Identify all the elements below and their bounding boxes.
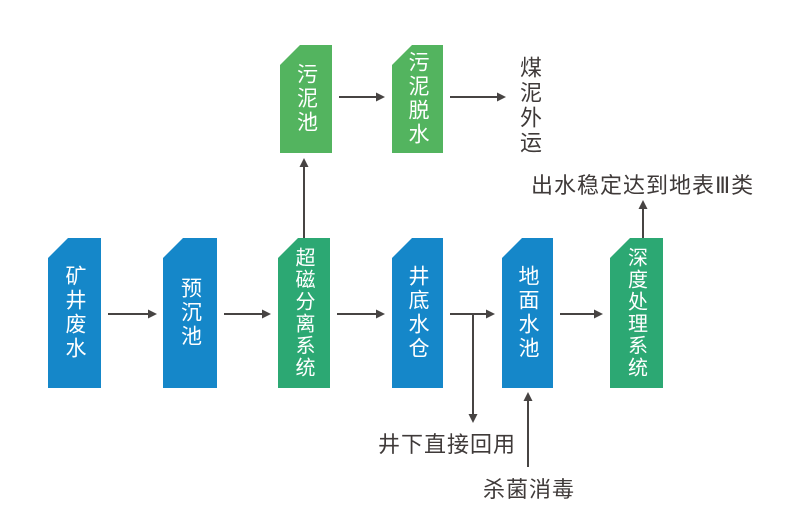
node-label: 深度处理系统 bbox=[624, 247, 649, 379]
node-advanced-treatment-system: 深度处理系统 bbox=[610, 238, 663, 388]
node-surface-pool: 地面水池 bbox=[502, 238, 553, 388]
label-disinfection: 杀菌消毒 bbox=[483, 478, 576, 503]
node-label: 地面水池 bbox=[516, 265, 540, 361]
node-sludge-dewatering: 污泥脱水 bbox=[392, 45, 443, 153]
node-supermagnetic-separation-system: 超磁分离系统 bbox=[278, 238, 330, 388]
label-coal-sludge-transport-out: 煤泥外运 bbox=[516, 56, 541, 156]
label-effluent-standard: 出水稳定达到地表Ⅲ类 bbox=[531, 174, 755, 199]
node-label: 污泥池 bbox=[294, 63, 319, 135]
node-label: 污泥脱水 bbox=[406, 51, 430, 147]
node-label: 超磁分离系统 bbox=[292, 247, 316, 379]
node-sludge-pool: 污泥池 bbox=[280, 45, 332, 153]
node-label: 井底水仓 bbox=[406, 265, 430, 361]
node-label: 预沉池 bbox=[178, 277, 203, 349]
node-mine-wastewater: 矿井废水 bbox=[48, 238, 101, 388]
node-label: 矿井废水 bbox=[63, 265, 87, 361]
label-underground-direct-reuse: 井下直接回用 bbox=[378, 433, 517, 458]
node-pre-sedimentation-pool: 预沉池 bbox=[163, 238, 217, 388]
node-shaft-bottom-sump: 井底水仓 bbox=[392, 238, 443, 388]
